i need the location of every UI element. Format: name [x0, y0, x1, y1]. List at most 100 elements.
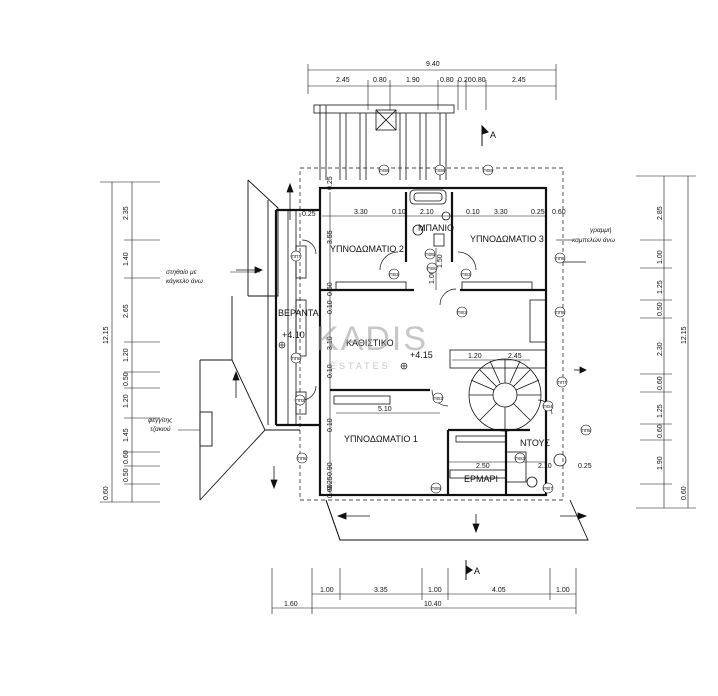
dim-label: 3.30	[354, 209, 368, 216]
railing	[287, 209, 307, 426]
watermark-brand: KADIS	[316, 320, 428, 358]
dim-label: 3.10	[327, 336, 334, 350]
wardrobes	[333, 281, 533, 479]
section-marks	[465, 124, 489, 580]
tag-label: ΠΘ8	[379, 168, 389, 173]
note-railing-1: στηθαίο με	[166, 268, 197, 276]
dimension-lines	[100, 64, 696, 614]
dim-label: 1.60	[284, 601, 298, 608]
watermark-sub: ESTATES	[330, 361, 391, 371]
right-total-dim: 12.15	[681, 326, 688, 344]
tag-label: ΠΘ8	[435, 168, 445, 173]
tag-label: ΠΠ5	[581, 428, 590, 433]
dim-label: 0.50	[123, 372, 130, 386]
dim-label: 0.60	[657, 376, 664, 390]
tag-label: ΠΘ5	[425, 252, 435, 257]
top-dims: 2.45 0.80 1.90 0.80 0.20 0.80 2.45	[336, 77, 526, 84]
note-skylight-1: φεγγίτης	[148, 416, 173, 424]
dim-label: 0.10	[466, 209, 480, 216]
tag-label: ΠΠ6	[291, 356, 300, 361]
tag-label: ΠΠ7	[291, 254, 300, 259]
room-shower: ΝΤΟΥΣ	[520, 438, 551, 448]
dim-label: 3.35	[374, 587, 388, 594]
dim-label: 0.80	[472, 77, 486, 84]
opening-tags	[290, 164, 592, 494]
top-total-dim: 9.40	[426, 61, 440, 68]
dim-label: 0.25	[327, 476, 334, 490]
dim-label: 1.20	[123, 348, 130, 362]
left-dims: 2.35 1.40 2.65 1.20 0.50 1.20 1.45 0.60 …	[103, 206, 130, 500]
tag-label: ΠΘ9	[483, 168, 493, 173]
note-skylight-2: τζακιού	[150, 425, 171, 433]
room-bedroom-2: ΥΠΝΟΔΩΜΑΤΙΟ 2	[330, 244, 404, 254]
dim-label: 0.60	[103, 486, 110, 500]
dim-label: 0.60	[681, 486, 688, 500]
tag-label: ΠΠ7	[557, 380, 566, 385]
pergola	[313, 104, 455, 180]
tag-label: ΠΠ8	[555, 310, 564, 315]
right-dims: 2.85 1.00 1.25 0.50 2.30 0.60 1.25 0.60 …	[657, 206, 688, 500]
inner-top-dims: 0.25 3.30 0.10 2.10 0.10 3.30 0.25 0.60	[302, 209, 566, 218]
dim-label: 1.00	[428, 587, 442, 594]
tag-label: ΠΘ9	[431, 486, 441, 491]
stair-dim-2: 2.45	[508, 353, 522, 360]
dim-label: 0.10	[392, 209, 406, 216]
dim-label: 0.50	[123, 468, 130, 482]
room-bath: ΜΠΑΝΙΟ	[418, 223, 454, 233]
dim-label: 0.60	[123, 450, 130, 464]
shower-dim-3: 0.25	[578, 463, 592, 470]
tag-label: ΠΠ8	[555, 256, 564, 261]
dim-label: 0.80	[440, 77, 454, 84]
tag-label: ΠΘ3	[461, 272, 471, 277]
dim-label: 2.65	[123, 304, 130, 318]
dim-label: 0.10	[327, 300, 334, 314]
left-total-dim: 12.15	[103, 326, 110, 344]
dim-label: 1.00	[320, 587, 334, 594]
left-roof	[199, 179, 300, 501]
leaders	[178, 239, 572, 431]
bottom-roof	[325, 499, 589, 541]
level-living: +4.15	[410, 350, 433, 360]
dim-label: 0.60	[552, 209, 566, 216]
dim-label: 1.20	[123, 394, 130, 408]
opening-tag-labels: ΠΘ8 ΠΘ8 ΠΘ9 ΠΘ3 ΠΘ3 ΠΘ5 ΠΘ6 ΠΘ3 ΠΘ3 ΠΘ4 …	[291, 168, 590, 491]
dim-label: 2.10	[420, 209, 434, 216]
roof-outline	[299, 167, 564, 501]
tag-label: ΠΘ6	[427, 266, 437, 271]
stair-dim-1: 1.20	[468, 353, 482, 360]
tag-label: ΠΘ4	[543, 404, 553, 409]
section-mark-bottom: A	[474, 566, 480, 576]
dim-label: 1.25	[657, 280, 664, 294]
dim-label: 3.30	[494, 209, 508, 216]
dim-label: 3.55	[327, 230, 334, 244]
room-veranda: ΒΕΡΑΝΤΑ	[278, 308, 319, 318]
room-wardrobe: ΕΡΜΑΡΙ	[464, 474, 498, 484]
vertical-col-dims: 0.25 3.55 0.60 0.10 0.10 3.10 0.10 0.90 …	[327, 176, 334, 498]
tag-label: ΠΘ3	[457, 310, 467, 315]
spiral-stair	[449, 299, 547, 432]
level-veranda: +4.10	[282, 330, 305, 340]
bottom-total-dim: 10.40	[424, 601, 442, 608]
room-bedroom-3: ΥΠΝΟΔΩΜΑΤΙΟ 3	[470, 234, 544, 244]
tag-label: ΠΘ3	[515, 456, 525, 461]
level-markers	[278, 341, 408, 370]
living-width-dim: 5.10	[378, 406, 392, 413]
bath-dim-1: 1.00	[429, 270, 436, 284]
dim-label: 2.85	[657, 206, 664, 220]
dim-label: 2.35	[123, 206, 130, 220]
note-beam-2: καμπελών άνω	[572, 236, 615, 244]
dim-label: 1.00	[556, 587, 570, 594]
dim-label: 0.80	[373, 77, 387, 84]
dim-label: 1.25	[657, 404, 664, 418]
dim-label: 0.90	[327, 462, 334, 476]
dim-label: 1.90	[406, 77, 420, 84]
dim-label: 2.45	[336, 77, 350, 84]
dim-label: 0.60	[327, 282, 334, 296]
dim-label: 0.60	[657, 424, 664, 438]
dim-label: 0.60	[327, 484, 334, 498]
bath-fixtures	[409, 189, 567, 488]
tag-label: ΠΘ3	[389, 272, 399, 277]
dim-label: 0.25	[531, 209, 545, 216]
dim-label: 2.45	[512, 77, 526, 84]
bath-dim-2: 1.50	[437, 254, 444, 268]
